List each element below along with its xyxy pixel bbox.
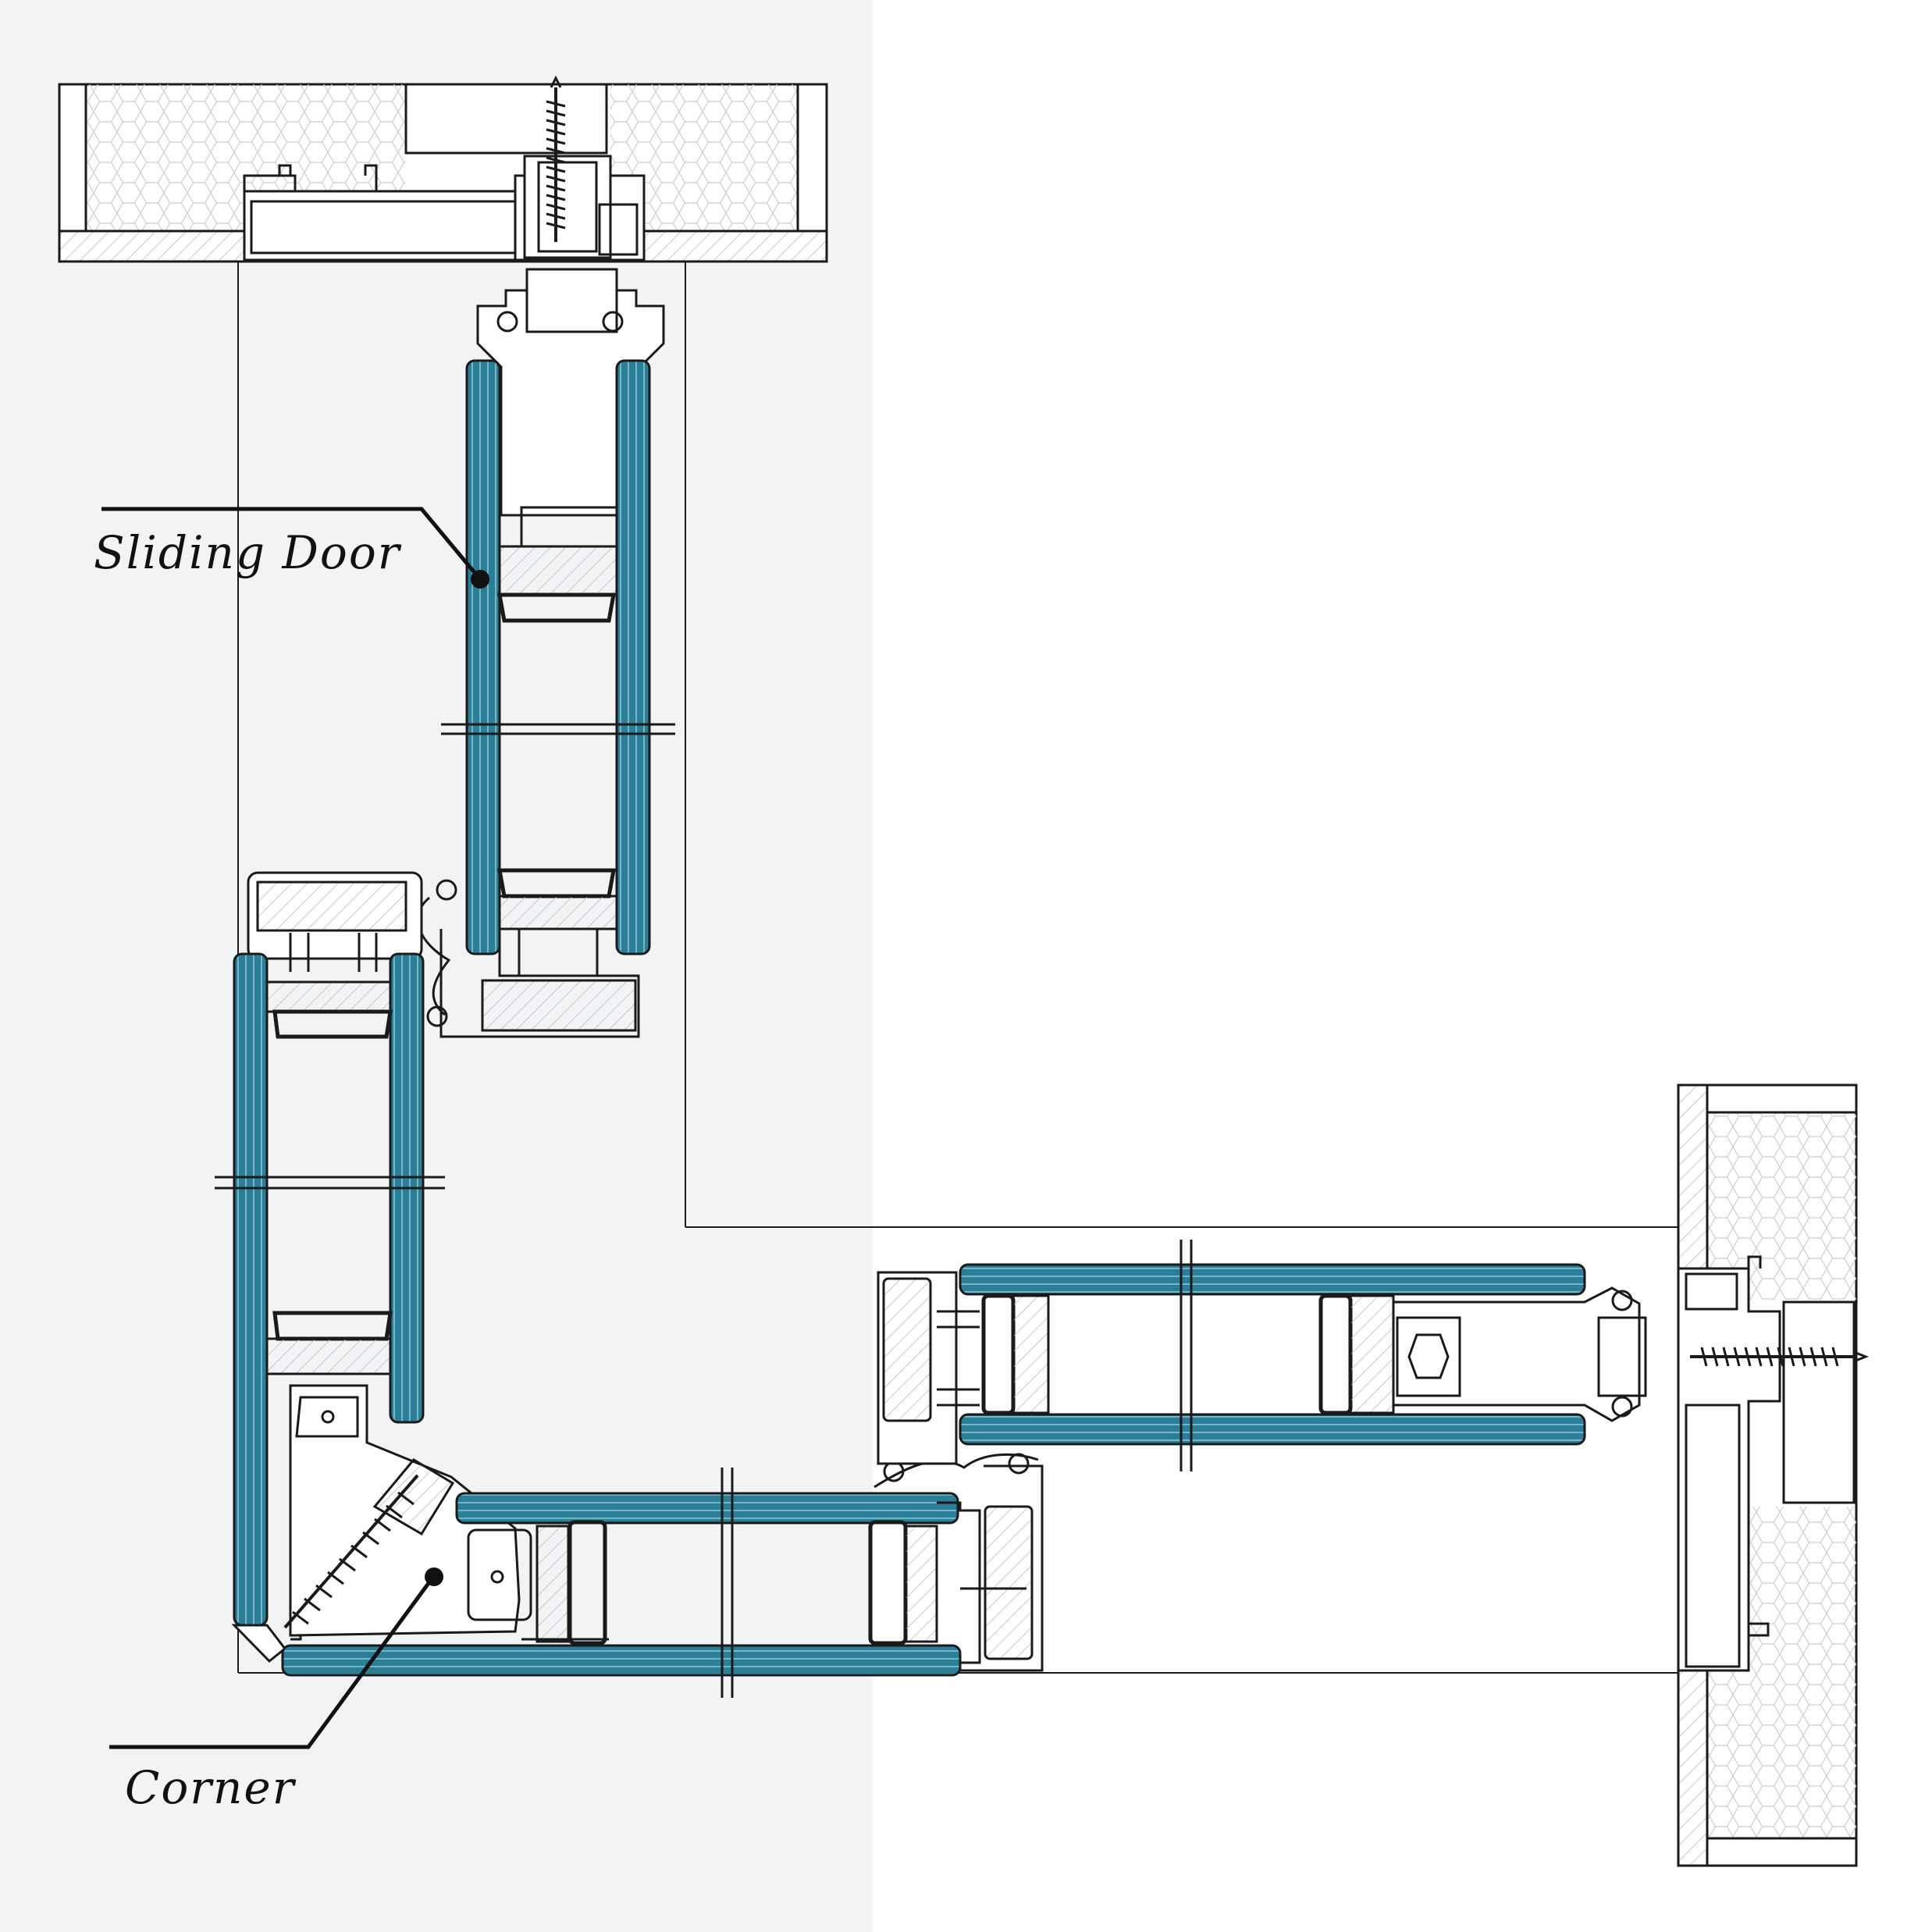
leader-corner bbox=[109, 1575, 436, 1749]
leader-dot-corner bbox=[425, 1567, 443, 1586]
leader-dot-sliding-door bbox=[471, 570, 489, 589]
left-panel-background bbox=[0, 0, 873, 1932]
corner-section bbox=[231, 1384, 532, 1663]
label-sliding-door: Sliding Door bbox=[94, 526, 402, 579]
horizontal-sliding-section bbox=[877, 1240, 1647, 1471]
leader-sliding-door bbox=[101, 507, 482, 581]
screw-right bbox=[1690, 1347, 1870, 1367]
top-wall-section bbox=[58, 83, 828, 263]
screw-top bbox=[546, 75, 566, 242]
horizontal-lower-section bbox=[281, 1464, 1044, 1698]
label-corner: Corner bbox=[125, 1761, 297, 1814]
right-wall-section bbox=[1677, 1083, 1858, 1867]
fixed-pane-section bbox=[215, 871, 445, 1627]
sliding-door-section bbox=[439, 268, 675, 1038]
